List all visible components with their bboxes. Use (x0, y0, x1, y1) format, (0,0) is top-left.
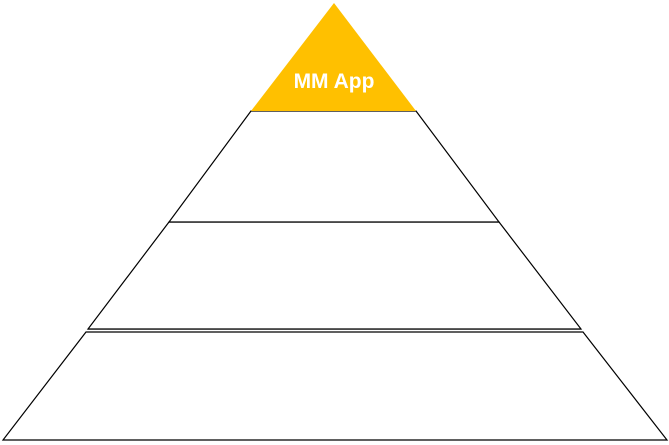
pyramid-tier-apex (251, 3, 416, 111)
pyramid-tier-bottom (1, 331, 669, 441)
pyramid-tier-upper-middle (167, 110, 501, 223)
apex-label: MM App (294, 70, 375, 93)
pyramid-tier-lower-middle (86, 221, 583, 330)
